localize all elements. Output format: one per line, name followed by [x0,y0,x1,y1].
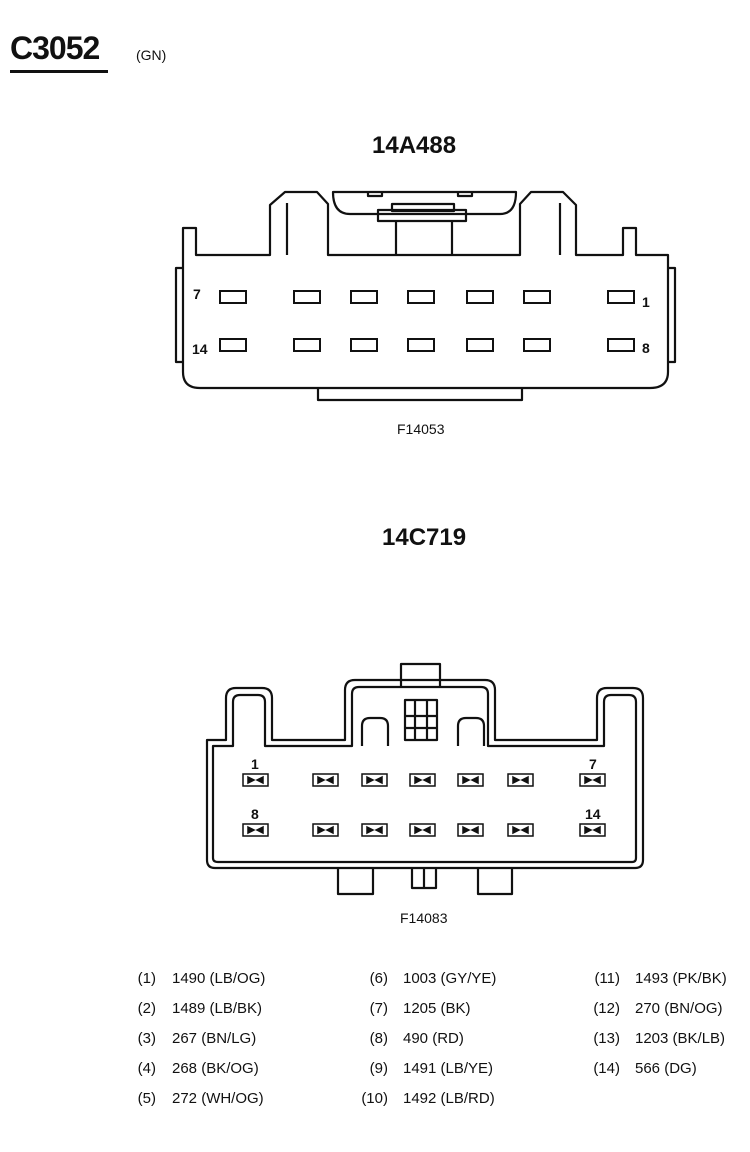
top-pin-label-1: 1 [642,294,650,310]
top-pin-label-7: 7 [193,286,201,302]
pin-number: (6) [369,970,388,987]
top-pin-label-14: 14 [192,341,208,357]
pin-number: (2) [137,1000,156,1017]
top-connector-figure-id: F14053 [397,421,445,437]
pin-wire-circuit: 272 (WH/OG) [172,1090,264,1107]
pin-wire-circuit: 490 (RD) [403,1030,464,1047]
bottom-pin-label-7: 7 [589,756,597,772]
top-pin-label-8: 8 [642,340,650,356]
bottom-connector-figure-id: F14083 [400,910,448,926]
top-connector-body [174,190,677,402]
pin-wire-circuit: 1205 (BK) [403,1000,471,1017]
top-connector-part-number: 14A488 [372,132,457,159]
pin-number: (11) [594,970,620,987]
pinout-table: (1) 1490 (LB/OG) (2) 1489 (LB/BK) (3) 267 (BN… [0,968,750,1118]
bottom-connector-terminals [242,773,606,837]
pin-number: (7) [369,1000,388,1017]
pin-wire-circuit: 1492 (LB/RD) [403,1090,495,1107]
connector-id: C3052 [10,30,100,66]
pin-wire-circuit: 1491 (LB/YE) [403,1060,494,1077]
pin-number: (14) [593,1060,620,1077]
pin-wire-circuit: 1490 (LB/OG) [172,970,266,987]
pin-wire-circuit: 566 (DG) [635,1060,697,1077]
connector-color-code: (GN) [136,47,167,63]
pin-wire-circuit: 1493 (PK/BK) [635,970,727,987]
pin-wire-circuit: 270 (BN/OG) [635,1000,723,1017]
bottom-pin-label-8: 8 [251,806,259,822]
pin-wire-circuit: 1489 (LB/BK) [172,1000,263,1017]
pin-number: (9) [369,1060,388,1077]
bottom-connector-part-number: 14C719 [382,524,467,551]
bottom-pin-label-1: 1 [251,756,259,772]
bottom-pin-label-14: 14 [585,806,601,822]
top-connector-terminals [219,290,635,352]
pin-number: (1) [137,970,156,987]
pin-number: (5) [137,1090,156,1107]
pin-wire-circuit: 268 (BK/OG) [172,1060,259,1077]
title-underline [10,70,108,73]
connector-diagrams: 7 1 14 8 [174,190,677,896]
pin-number: (8) [369,1030,388,1047]
pin-wire-circuit: 1203 (BK/LB) [635,1030,726,1047]
pin-number: (13) [593,1030,620,1047]
pin-number: (4) [137,1060,156,1077]
pin-number: (10) [361,1090,388,1107]
pin-wire-circuit: 1003 (GY/YE) [403,970,497,987]
pin-wire-circuit: 267 (BN/LG) [172,1030,257,1047]
pin-number: (12) [593,1000,620,1017]
pin-number: (3) [137,1030,156,1047]
bottom-connector-body [205,662,645,896]
